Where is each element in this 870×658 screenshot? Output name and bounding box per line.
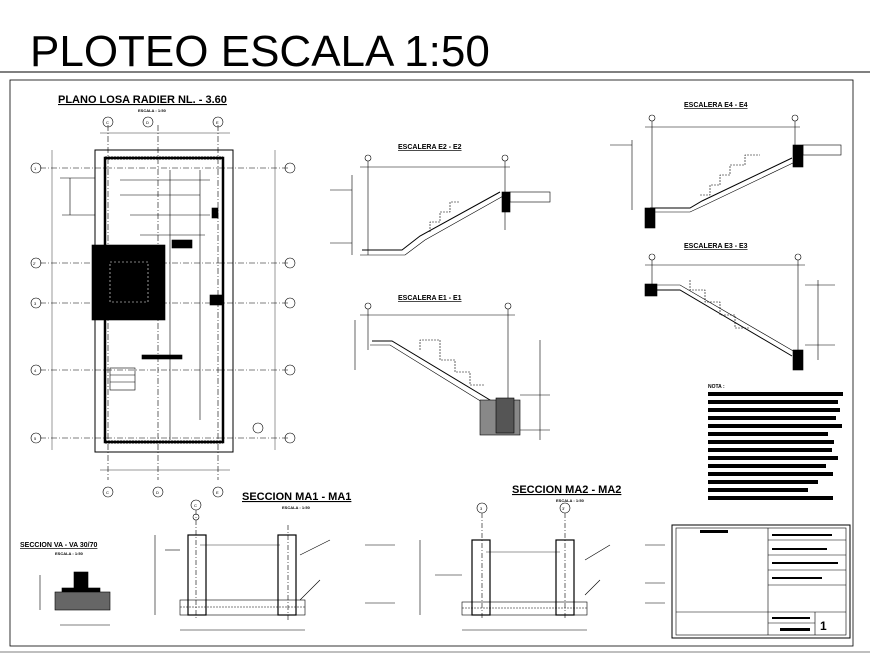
page-title: PLOTEO ESCALA 1:50 <box>30 27 490 76</box>
axis-label-1-left: 1 <box>34 166 37 171</box>
ma2-axis-3: 3 <box>480 506 483 511</box>
axis-label-5-left: 5 <box>34 436 37 441</box>
ma2-axis-3prime: 3' <box>562 506 565 511</box>
sheet-frame <box>9 79 854 647</box>
axis-label-e-bottom: E <box>216 490 219 495</box>
axis-label-d-top: D <box>146 120 149 125</box>
section-ma2: SECCION MA2 - MA2 ESCALA : 1:50 3 3' <box>419 484 665 631</box>
section-va-title: SECCION VA - VA 30/70 <box>20 542 98 549</box>
axis-label-c-top: C <box>106 120 109 125</box>
floor-plan: PLANO LOSA RADIER NL. - 3.60 ESCALA : 1:… <box>30 94 296 498</box>
stair-e3-title: ESCALERA E3 - E3 <box>684 243 748 250</box>
axis-label-4-left: 4 <box>34 368 37 373</box>
axis-label-c-bottom: C <box>106 490 109 495</box>
plan-title: PLANO LOSA RADIER NL. - 3.60 <box>58 94 227 106</box>
notes-block: NOTA : <box>708 384 843 500</box>
title-block: 1 <box>671 524 851 639</box>
axis-label-d-bottom: D <box>156 490 159 495</box>
section-va-scale: ESCALA : 1:50 <box>55 551 84 556</box>
stair-section-e4: ESCALERA E4 - E4 <box>610 102 842 229</box>
stair-section-e3: ESCALERA E3 - E3 <box>644 243 835 371</box>
stair-e2-title: ESCALERA E2 - E2 <box>398 144 462 151</box>
stair-e1-title: ESCALERA E1 - E1 <box>398 295 462 302</box>
stair-e4-title: ESCALERA E4 - E4 <box>684 102 748 109</box>
axis-label-3-left: 3 <box>34 301 37 306</box>
section-ma2-title: SECCION MA2 - MA2 <box>512 484 621 496</box>
stair-section-e1: ESCALERA E1 - E1 <box>354 295 550 440</box>
section-va: SECCION VA - VA 30/70 ESCALA : 1:50 <box>20 542 111 626</box>
section-ma2-scale: ESCALA : 1:50 <box>556 498 585 503</box>
section-ma1-scale: ESCALA : 1:50 <box>282 505 311 510</box>
sheet-number: 1 <box>820 619 827 633</box>
axis-label-e-top: E <box>216 120 219 125</box>
stair-section-e2: ESCALERA E2 - E2 <box>330 144 551 256</box>
section-ma1-title: SECCION MA1 - MA1 <box>242 491 351 503</box>
ma1-axis-c: C <box>194 503 197 508</box>
section-ma1: SECCION MA1 - MA1 ESCALA : 1:50 C <box>154 491 395 631</box>
plan-scale: ESCALA : 1:50 <box>138 108 167 113</box>
notes-heading: NOTA : <box>708 384 725 390</box>
axis-label-2-left: 2' <box>33 261 36 266</box>
